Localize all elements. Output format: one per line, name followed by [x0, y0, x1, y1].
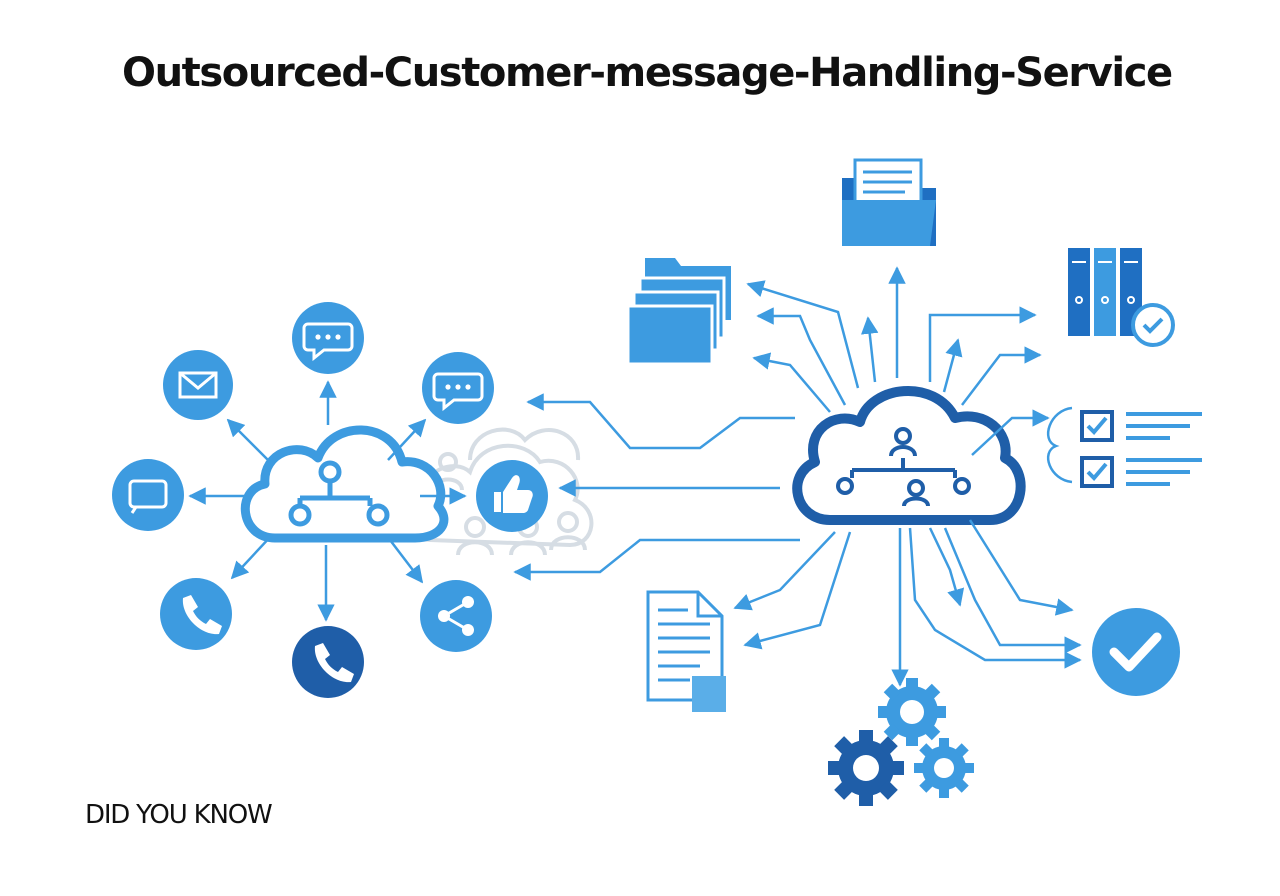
chat-bubble-icon [422, 352, 494, 424]
channel-cloud [240, 425, 449, 543]
binders-check-icon [1068, 248, 1175, 347]
service-arrows [733, 266, 1082, 687]
phone-icon [160, 578, 232, 650]
thumbs-up-icon [476, 460, 548, 532]
service-cloud [792, 385, 1026, 525]
file-folder-icon [842, 158, 936, 246]
page-title: Outsourced-Customer-message-Handling-Ser… [122, 50, 1173, 96]
phone-icon [292, 626, 364, 698]
share-icon [420, 580, 492, 652]
message-box-icon [112, 459, 184, 531]
folder-stack-icon [626, 258, 731, 366]
envelope-icon [163, 350, 233, 420]
hub-connector-lines [513, 393, 800, 581]
chat-bubble-icon [292, 302, 364, 374]
document-icon [646, 590, 726, 712]
did-you-know-label: DID YOU KNOW [85, 800, 273, 830]
checklist-icon [1046, 406, 1202, 488]
channel-arrows [188, 380, 467, 622]
checkmark-icon [1092, 608, 1180, 696]
gears-icon [828, 678, 974, 806]
